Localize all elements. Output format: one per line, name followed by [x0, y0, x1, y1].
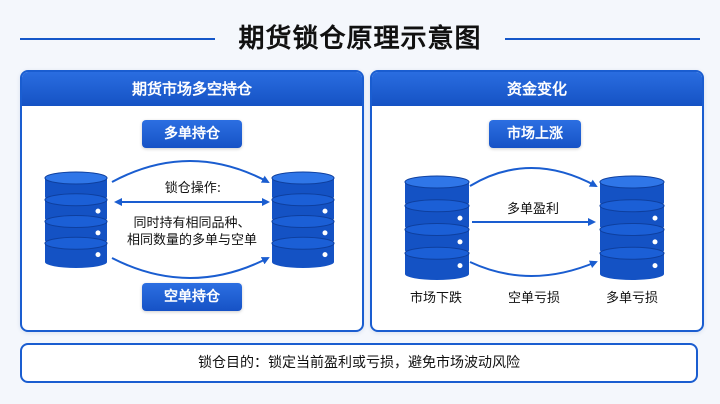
- right-database-icon-left: [404, 175, 470, 280]
- lock-operation-title: 锁仓操作:: [164, 181, 222, 196]
- short-position-pill: 空单持仓: [142, 283, 242, 311]
- long-position-pill: 多单持仓: [142, 120, 242, 148]
- rise-arc-arrow: [469, 167, 598, 187]
- purpose-footer: 锁仓目的：锁定当前盈利或亏损，避免市场波动风险: [20, 343, 698, 383]
- page-title: 期货锁仓原理示意图: [238, 24, 482, 54]
- short-arc-arrow: [111, 257, 270, 279]
- market-rise-pill: 市场上涨: [489, 120, 581, 148]
- long-profit-label: 多单盈利: [506, 202, 559, 217]
- title-rule-left: [20, 38, 215, 40]
- right-panel-header: 资金变化: [372, 72, 702, 106]
- long-arc-arrow: [111, 160, 270, 183]
- lock-operation-line1: 同时持有相同品种、: [133, 216, 251, 231]
- market-fall-label: 市场下跌: [409, 291, 462, 306]
- title-rule-right: [505, 38, 700, 40]
- left-database-icon-long: [44, 171, 108, 268]
- fall-arc-arrow: [469, 260, 598, 277]
- right-database-icon-right: [599, 175, 665, 280]
- lock-operation-line2: 相同数量的多单与空单: [126, 233, 257, 248]
- left-database-icon-short: [271, 171, 335, 268]
- left-panel-header: 期货市场多空持仓: [22, 72, 362, 106]
- short-loss-label: 空单亏损: [507, 291, 560, 306]
- long-loss-label: 多单亏损: [605, 291, 658, 306]
